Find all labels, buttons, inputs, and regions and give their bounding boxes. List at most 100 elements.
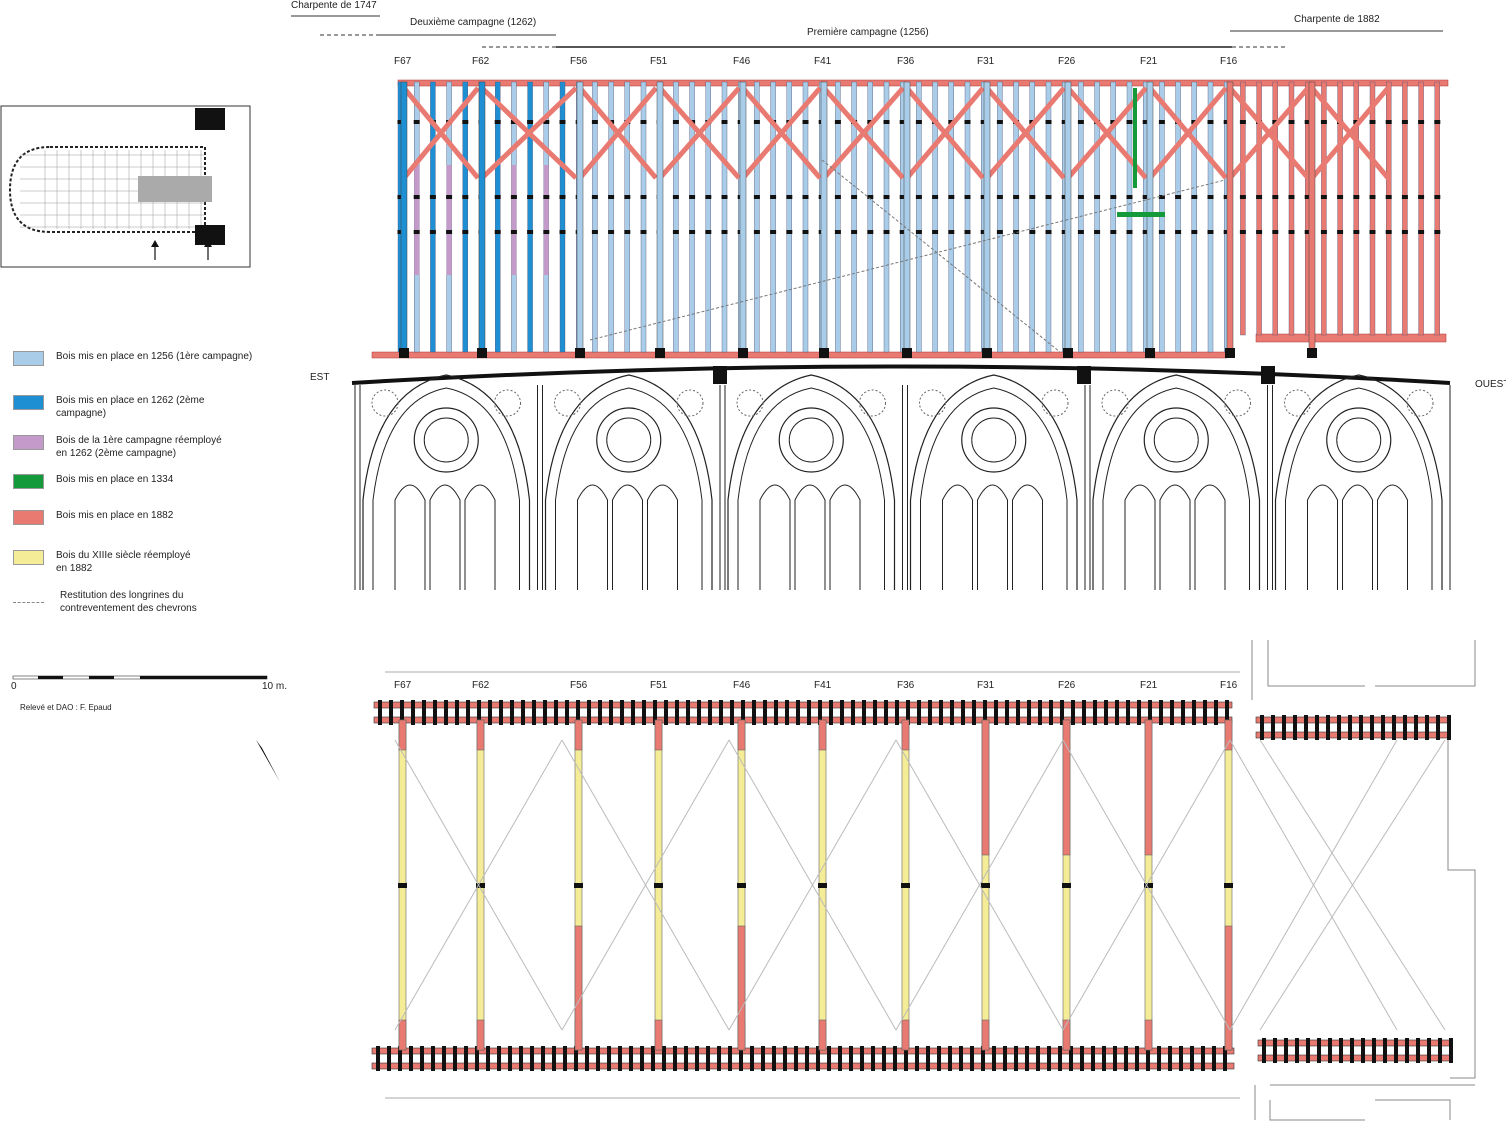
rafter (786, 81, 792, 353)
plan-rafter-foot (521, 700, 525, 725)
plan-rafter-foot (1170, 700, 1174, 725)
rafter-joint (899, 120, 906, 124)
rafter-joint (1158, 120, 1165, 124)
rafter-joint (494, 195, 501, 199)
rafter-joint (1061, 230, 1068, 234)
plan-rafter-foot (565, 700, 569, 725)
plan-rafter-foot (915, 1046, 919, 1071)
rafter (867, 81, 873, 353)
lancet (647, 484, 678, 590)
king-post (400, 81, 408, 355)
legend-item: Bois mis en place en 1334 (13, 473, 256, 489)
rafter-joint (980, 120, 987, 124)
location-plan-arrow-icon (151, 240, 212, 247)
plan-rafter-foot (851, 700, 855, 725)
window-arch (737, 387, 885, 590)
rafter-joint (1272, 195, 1279, 199)
plan-rafter-foot (1370, 715, 1374, 740)
plan-rafter-foot (541, 1046, 545, 1071)
rafter-joint (672, 120, 679, 124)
window-arch (1102, 387, 1250, 590)
rafter-joint (786, 195, 793, 199)
plan-rafter-foot (928, 700, 932, 725)
rafter-joint (1385, 195, 1392, 199)
plan-rafter-foot (950, 700, 954, 725)
tie-beam-end (1144, 719, 1153, 856)
rafter (1207, 81, 1214, 353)
scale-bar-segment (140, 676, 267, 679)
king-post (656, 81, 664, 355)
rafter (770, 81, 776, 353)
plan-rafter-foot (1262, 1038, 1266, 1063)
rafter (462, 81, 468, 353)
rafter-joint (429, 230, 436, 234)
rafter-joint (591, 230, 598, 234)
plan-rafter-foot (785, 700, 789, 725)
rafter-joint (1126, 120, 1133, 124)
reused-rafter-segment (446, 165, 452, 275)
plan-rafter-foot (829, 700, 833, 725)
rafter-joint (1094, 195, 1101, 199)
plan-rafter-foot (631, 700, 635, 725)
plan-rafter-foot (1317, 1038, 1321, 1063)
legend-swatch (13, 395, 44, 410)
plan-rafter-foot (398, 1046, 402, 1071)
plan-rafter-foot (1069, 1046, 1073, 1071)
lancet (1307, 484, 1338, 590)
campaign-1882-label: Charpente de 1882 (1294, 14, 1380, 25)
plan-rafter-foot (1348, 715, 1352, 740)
frame-label: F21 (1140, 56, 1158, 67)
rafter-joint (689, 230, 696, 234)
plan-rafter-foot (1192, 700, 1196, 725)
plan-rafter-foot (1038, 700, 1042, 725)
rafter (1029, 81, 1036, 353)
rafter-joint (1256, 230, 1263, 234)
plan-rafter-foot (1025, 1046, 1029, 1071)
rafter-joint (1320, 120, 1327, 124)
rafter-joint (753, 195, 760, 199)
frame-label: F36 (897, 56, 915, 67)
plan-rafter-foot (1179, 1046, 1183, 1071)
window-arch (372, 387, 520, 590)
plan-rafter-foot (1135, 1046, 1139, 1071)
plan-rafter-foot (873, 700, 877, 725)
plan-rafter-foot (1082, 700, 1086, 725)
plan-rafter-foot (739, 1046, 743, 1071)
rafter-joint (980, 195, 987, 199)
plan-rafter-foot (1060, 700, 1064, 725)
rafter-joint (1434, 195, 1441, 199)
plan-rafter-foot (1036, 1046, 1040, 1071)
rose-window (778, 407, 844, 473)
plan-rafter-foot (574, 1046, 578, 1071)
rafter-joint (867, 195, 874, 199)
plan-rafter-foot (587, 700, 591, 725)
plan-rafter-foot (455, 700, 459, 725)
plan-rafter-foot (1058, 1046, 1062, 1071)
plan-rafter-foot (1392, 715, 1396, 740)
post-foot (1145, 348, 1155, 358)
campaign-1747-label: Charpente de 1747 (291, 0, 377, 11)
rafter-joint (1061, 195, 1068, 199)
rafter-joint (1434, 120, 1441, 124)
rafter-joint (915, 230, 922, 234)
plan-rafter-foot (1293, 715, 1297, 740)
plan-rafter-foot (411, 700, 415, 725)
plan-rafter-foot (420, 1046, 424, 1071)
rafter-joint (996, 195, 1003, 199)
tie-beam-joint (981, 883, 990, 888)
rafter (1434, 81, 1441, 336)
plan-rafter-foot (1271, 715, 1275, 740)
plan-rafter-foot (818, 700, 822, 725)
tie-beam-joint (654, 883, 663, 888)
rafter-joint (834, 230, 841, 234)
location-plan-outline (8, 146, 206, 233)
plan-rafter-foot (1047, 1046, 1051, 1071)
post-foot (738, 348, 748, 358)
location-plan-tower (195, 225, 225, 245)
lancet (1012, 484, 1043, 590)
plan-rafter-foot (653, 700, 657, 725)
oculus (676, 389, 704, 417)
plan-rafter-foot (871, 1046, 875, 1071)
plan-rafter-foot (1306, 1038, 1310, 1063)
